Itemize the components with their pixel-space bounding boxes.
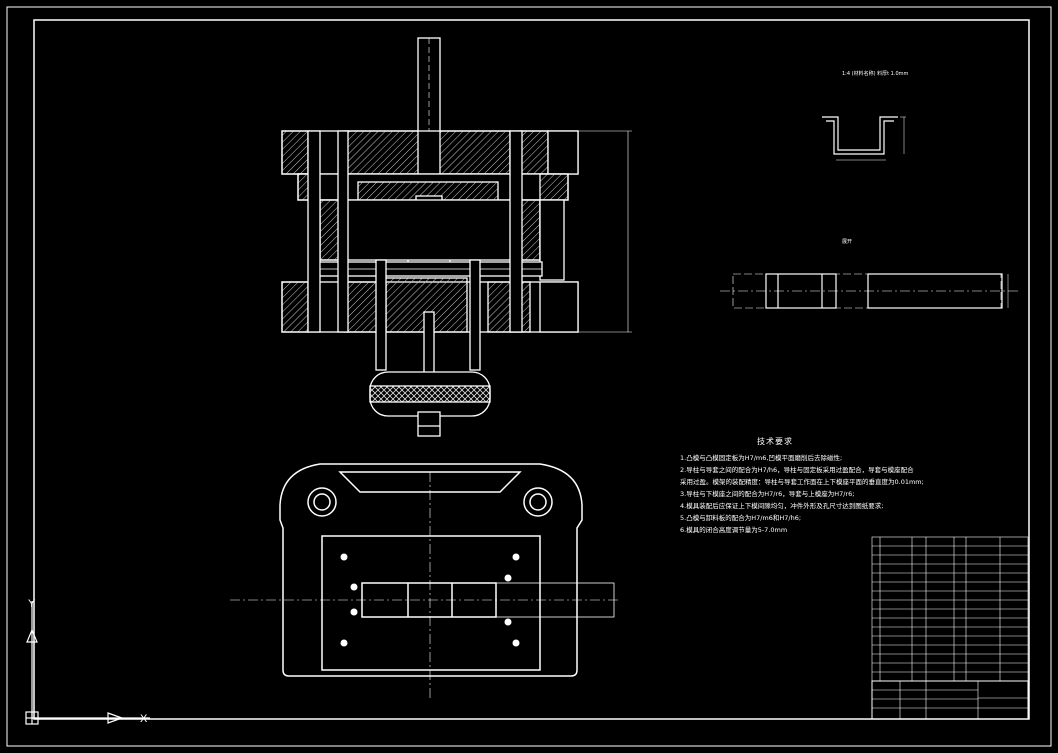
die-assembly-section-view <box>281 37 632 437</box>
requirement-line: 2.导柱与导套之间的配合为H7/h6，导柱与固定板采用过盈配合，导套与模座配合 <box>680 466 914 474</box>
technical-requirements-title: 技术要求 <box>757 437 793 446</box>
ucs-x-label: X <box>140 713 148 725</box>
technical-requirements: 技术要求 1.凸模与凸模固定板为H7/m6,凹模平面磨削后去除磁性; 2.导柱与… <box>680 436 924 536</box>
ucs-y-label: Y <box>28 598 36 610</box>
part-view-label: 1:4 (材料名称) 料厚t 1.0mm <box>842 71 909 77</box>
drawing-frame <box>6 6 1052 747</box>
die-assembly-plan-view <box>230 463 620 700</box>
requirement-line: 6.模具的闭合高度调节量为5-7.0mm <box>680 526 788 534</box>
requirement-line: 采用过盈。模架的装配精度：导柱与导套工作面在上下模座平面的垂直度为0.01mm; <box>680 478 924 486</box>
section-label: 展开 <box>842 239 853 245</box>
requirement-line: 4.模具装配后应保证上下模间隙均匀，冲件外形及孔尺寸达到图纸要求; <box>680 502 884 510</box>
requirement-line: 3.导柱与下模座之间的配合为H7/r6，导套与上模座为H7/r6; <box>680 490 855 498</box>
parts-list-table <box>871 536 1029 720</box>
requirement-line: 5.凸模与卸料板的配合为H7/m6和H7/h6; <box>680 514 802 522</box>
strip-layout-view <box>720 273 1020 309</box>
ucs-icon <box>25 601 150 725</box>
requirement-line: 1.凸模与凸模固定板为H7/m6,凹模平面磨削后去除磁性; <box>680 454 843 462</box>
part-channel-view <box>822 116 906 161</box>
